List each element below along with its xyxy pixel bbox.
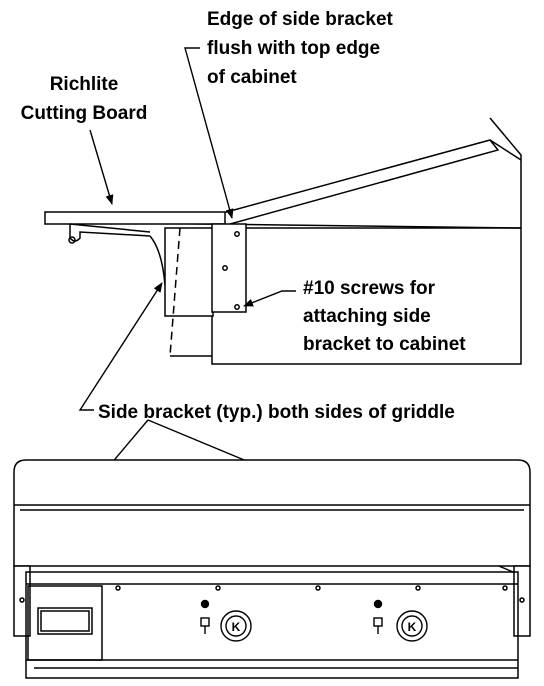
- front-body: [25, 571, 519, 679]
- indicator-light-right: [373, 599, 383, 609]
- display-panel: [27, 585, 103, 661]
- cutting-board: [44, 211, 226, 225]
- label-edge-bracket: Edge of side bracket flush with top edge…: [207, 9, 394, 88]
- bracket-support-curve: [149, 235, 166, 286]
- label-edge-bracket-line3: of cabinet: [207, 67, 297, 88]
- rail-fastener: [68, 236, 76, 244]
- label-edge-bracket-line1: Edge of side bracket: [207, 9, 394, 30]
- screw-hole: [234, 304, 240, 310]
- front-view: [13, 459, 531, 679]
- front-bracket-right-hole: [519, 597, 525, 603]
- label-cutting-board: Richlite Cutting Board: [21, 74, 148, 124]
- svg-text:K: K: [232, 620, 241, 634]
- toggle-left: [200, 617, 210, 634]
- cutting-board-underside: [69, 223, 151, 233]
- cutting-board-rail: [69, 224, 151, 242]
- leader-side-bracket-top: [78, 282, 163, 411]
- knob-right: K: [396, 610, 428, 642]
- label-cutting-board-line1: Richlite: [50, 74, 119, 95]
- indicator-light-left: [200, 599, 210, 609]
- front-bracket-left-hole: [19, 597, 25, 603]
- front-top: [13, 459, 531, 567]
- cabinet-body: [211, 227, 522, 365]
- rail-screw-4: [415, 585, 421, 591]
- side-bracket-plate: [211, 223, 247, 313]
- label-screws-line3: bracket to cabinet: [303, 334, 466, 355]
- label-edge-bracket-line2: flush with top edge: [207, 38, 380, 59]
- label-side-bracket: Side bracket (typ.) both sides of griddl…: [98, 402, 455, 423]
- front-bracket-right: [513, 565, 531, 637]
- bracket-hole-top: [234, 231, 240, 237]
- side-view: [44, 117, 522, 365]
- bracket-dashed-line: [169, 227, 181, 357]
- leader-edge-bracket: [184, 47, 234, 219]
- label-screws-line1: #10 screws for: [303, 278, 436, 299]
- display-window: [37, 607, 93, 635]
- label-cutting-board-line2: Cutting Board: [21, 103, 148, 124]
- front-controls: K K: [200, 599, 428, 642]
- rail-screw-1: [115, 585, 121, 591]
- knob-left: K: [220, 610, 252, 642]
- leader-cutting-board: [89, 129, 114, 205]
- griddle-top-sloped: [211, 139, 500, 225]
- toggle-right: [373, 617, 383, 634]
- display-window-inner: [40, 610, 90, 632]
- leader-screws: [243, 290, 296, 307]
- label-screws: #10 screws for attaching side bracket to…: [303, 278, 466, 355]
- rail-screw-2: [215, 585, 221, 591]
- bracket-hole-mid: [222, 265, 228, 271]
- rail-screw-5: [502, 585, 508, 591]
- svg-text:K: K: [408, 620, 417, 634]
- rail-screw-3: [315, 585, 321, 591]
- label-screws-line2: attaching side: [303, 306, 431, 327]
- backsplash: [489, 117, 522, 228]
- backsplash-inner: [489, 139, 522, 161]
- side-bracket-lower: [164, 227, 214, 317]
